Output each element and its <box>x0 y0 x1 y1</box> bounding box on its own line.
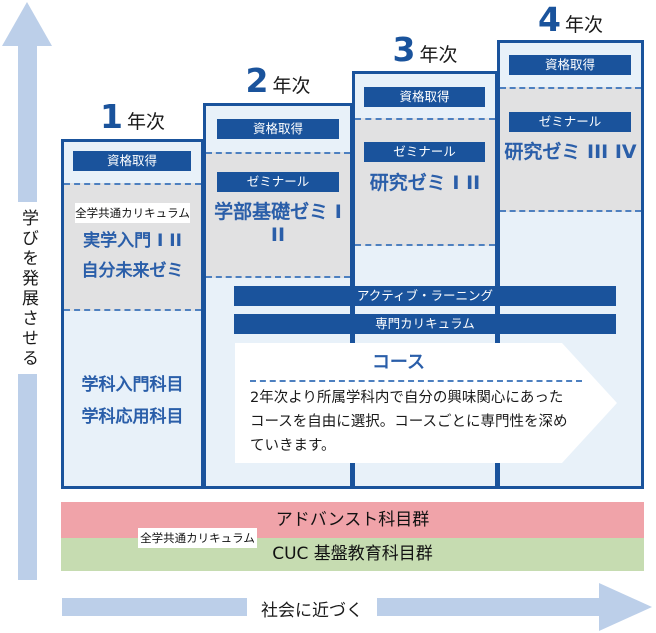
specialized-curriculum-bar: 専門カリキュラム <box>234 314 616 334</box>
year-2-seminar-name: 学部基礎ゼミ I II <box>214 201 342 246</box>
course-description-line: ていきます。 <box>250 438 336 454</box>
active-learning-bar: アクティブ・ラーニング <box>234 286 616 306</box>
year-2-suffix: 年次 <box>272 75 311 97</box>
bottom-axis-bar-left <box>62 598 247 616</box>
year-1-number: 1 <box>100 97 123 136</box>
year-3-certification-badge: 資格取得 <box>364 87 485 107</box>
course-description-line: 2年次より所属学科内で自分の興味関心にあった <box>250 390 564 406</box>
course-description: 2年次より所属学科内で自分の興味関心にあった コースを自由に選択。コースごとに専… <box>250 386 590 458</box>
course-description-line: コースを自由に選択。コースごとに専門性を深め <box>250 414 568 430</box>
bands-common-curriculum-tag: 全学共通カリキュラム <box>138 528 257 548</box>
year-4-suffix: 年次 <box>564 14 603 36</box>
year-1-suffix: 年次 <box>126 111 165 133</box>
year-1-future-seminar: 自分未来ゼミ <box>81 261 184 281</box>
year-3-seminar-name: 研究ゼミ I II <box>369 172 481 194</box>
course-divider <box>250 380 582 382</box>
year-4-number: 4 <box>538 0 561 39</box>
year-3-suffix: 年次 <box>419 44 458 66</box>
vertical-axis-bar <box>18 374 37 580</box>
course-pennant: コース 2年次より所属学科内で自分の興味関心にあった コースを自由に選択。コース… <box>235 343 617 463</box>
year-3-number: 3 <box>392 30 416 69</box>
year-4-seminar-badge: ゼミナール <box>509 112 631 132</box>
course-title: コース <box>371 352 426 373</box>
year-2-certification-badge: 資格取得 <box>217 119 339 139</box>
up-arrow-shaft <box>18 44 37 202</box>
year-1-column: 資格取得 全学共通カリキュラム 実学入門 I II 自分未来ゼミ 学科入門科目 … <box>61 139 204 489</box>
year-4-certification-badge: 資格取得 <box>509 55 631 75</box>
year-1-dept-applied-subjects: 学科応用科目 <box>81 407 184 427</box>
year-4-seminar-name: 研究ゼミ III IV <box>504 141 637 163</box>
year-1-course-intro: 実学入門 I II <box>83 231 182 251</box>
year-1-dept-intro-subjects: 学科入門科目 <box>81 375 184 395</box>
bottom-axis-bar-right <box>377 598 599 616</box>
up-arrow-icon <box>2 2 52 46</box>
year-1-common-curriculum-tag: 全学共通カリキュラム <box>75 203 190 223</box>
bottom-axis-label: 社会に近づく <box>261 601 363 621</box>
year-2-seminar-badge: ゼミナール <box>217 172 339 192</box>
year-2-number: 2 <box>245 61 269 100</box>
advanced-subjects-band: アドバンスト科目群 <box>61 502 644 538</box>
year-3-seminar-badge: ゼミナール <box>364 142 485 162</box>
year-3-gray-section <box>355 118 495 246</box>
right-arrow-icon <box>599 583 652 631</box>
vertical-axis-label: 学びを発展させる <box>18 209 38 369</box>
year-1-certification-badge: 資格取得 <box>73 151 191 171</box>
year-4-gray-section <box>500 87 641 212</box>
